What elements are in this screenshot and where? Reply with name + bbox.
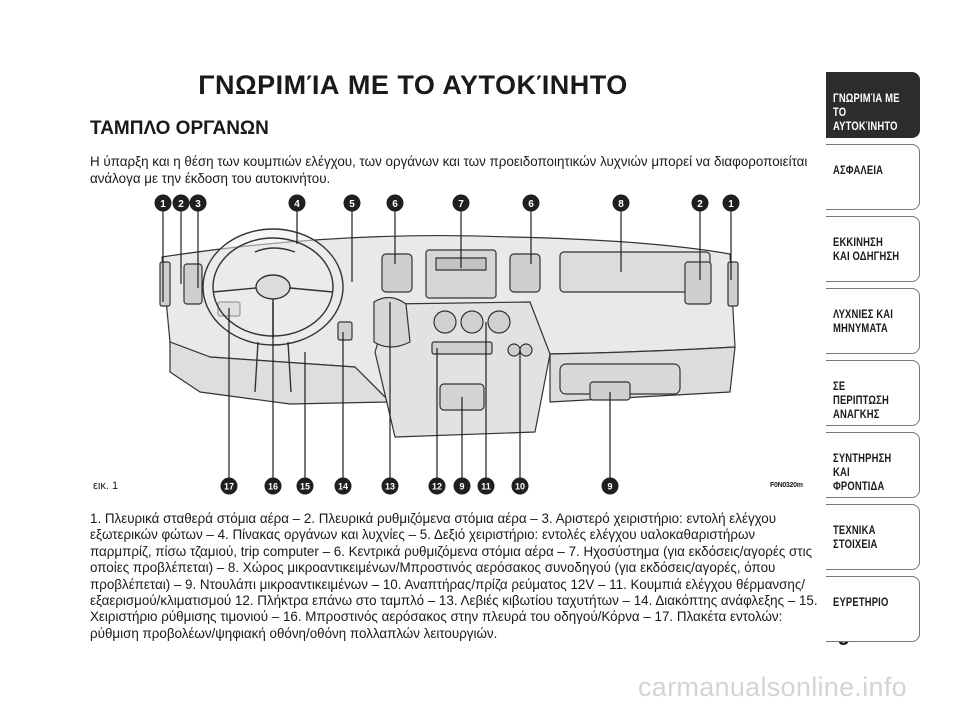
callout-label: 2: [697, 199, 703, 210]
tab-label: ΣΥΝΤΗΡΗΣΗ ΚΑΙ ΦΡΟΝΤΙΔΑ: [833, 453, 892, 493]
section-title: ΤΑΜΠΛΟ ΟΡΓΑΝΩΝ: [90, 118, 269, 139]
tab-maintenance[interactable]: ΣΥΝΤΗΡΗΣΗ ΚΑΙ ΦΡΟΝΤΙΔΑ: [826, 432, 920, 498]
callout-16: [264, 477, 282, 495]
tab-getting-to-know[interactable]: ΓΝΩΡΙΜΊΑ ΜΕ ΤΟ ΑΥΤΟΚΊΝΗΤΟ: [826, 72, 920, 138]
dashboard-drawing: 1 2 3 4 5 6 7 6 8 2 1 17 16 15 14 13 12 …: [154, 194, 740, 495]
callout-markers: 1 2 3 4 5 6 7 6 8 2 1 17 16 15 14 13 12 …: [154, 194, 740, 495]
callout-1: [154, 194, 172, 212]
figure-code: F0N0320m: [770, 482, 803, 489]
dashboard-illustration: 1 2 3 4 5 6 7 6 8 2 1 17 16 15 14 13 12 …: [90, 192, 815, 496]
callout-label: 15: [300, 482, 310, 492]
figure-caption: εικ. 1: [93, 480, 119, 492]
callout-4: [288, 194, 306, 212]
callout-11: [477, 477, 495, 495]
callout-2: [172, 194, 190, 212]
callout-label: 17: [224, 482, 234, 492]
callout-label: 1: [728, 199, 734, 210]
callout-label: 13: [385, 482, 395, 492]
callout-15: [296, 477, 314, 495]
callout-label: 14: [338, 482, 348, 492]
callout-1-right: [722, 194, 740, 212]
watermark: carmanualsonline.info: [638, 672, 907, 702]
callout-label: 1: [160, 199, 166, 210]
tab-safety[interactable]: ΑΣΦΑΛΕΙΑ: [826, 144, 920, 210]
callout-6: [386, 194, 404, 212]
callout-label: 4: [294, 199, 300, 210]
callout-9-right: [601, 477, 619, 495]
tab-emergency[interactable]: ΣΕ ΠΕΡΙΠΤΩΣΗ ΑΝΑΓΚΗΣ: [826, 360, 920, 426]
tab-label: ΤΕΧΝΙΚΑ ΣΤΟΙΧΕΙΑ: [833, 525, 878, 551]
callout-label: 16: [268, 482, 278, 492]
callout-label: 5: [349, 199, 355, 210]
callout-6-right: [522, 194, 540, 212]
page-title: ΓΝΩΡΙΜΊΑ ΜΕ ΤΟ ΑΥΤΟΚΊΝΗΤΟ: [198, 70, 628, 100]
callout-label: 9: [459, 482, 464, 492]
figure-legend: 1. Πλευρικά σταθερά στόμια αέρα – 2. Πλε…: [90, 511, 818, 641]
callout-label: 9: [607, 482, 612, 492]
callout-5: [343, 194, 361, 212]
callout-7: [452, 194, 470, 212]
callout-3: [189, 194, 207, 212]
callout-10: [511, 477, 529, 495]
callout-label: 2: [178, 199, 184, 210]
callout-label: 3: [195, 199, 201, 210]
tab-label: ΓΝΩΡΙΜΊΑ ΜΕ ΤΟ ΑΥΤΟΚΊΝΗΤΟ: [833, 93, 900, 133]
callout-9: [453, 477, 471, 495]
tab-starting-driving[interactable]: ΕΚΚΙΝΗΣΗ ΚΑΙ ΟΔΗΓΗΣΗ: [826, 216, 920, 282]
tab-label: ΣΕ ΠΕΡΙΠΤΩΣΗ ΑΝΑΓΚΗΣ: [833, 381, 889, 421]
callout-label: 8: [618, 199, 624, 210]
chapter-tabs: ΓΝΩΡΙΜΊΑ ΜΕ ΤΟ ΑΥΤΟΚΊΝΗΤΟ ΑΣΦΑΛΕΙΑ ΕΚΚΙΝ…: [826, 72, 920, 648]
callout-label: 6: [528, 199, 534, 210]
tab-label: ΕΚΚΙΝΗΣΗ ΚΑΙ ΟΔΗΓΗΣΗ: [833, 237, 900, 263]
tab-index[interactable]: ΕΥΡΕΤΗΡΙΟ: [826, 576, 920, 642]
callout-8: [612, 194, 630, 212]
callout-label: 7: [458, 199, 464, 210]
callout-14: [334, 477, 352, 495]
callout-13: [381, 477, 399, 495]
tab-label: ΑΣΦΑΛΕΙΑ: [833, 165, 884, 177]
tab-label: ΕΥΡΕΤΗΡΙΟ: [833, 597, 889, 609]
callout-17: [220, 477, 238, 495]
tab-technical-data[interactable]: ΤΕΧΝΙΚΑ ΣΤΟΙΧΕΙΑ: [826, 504, 920, 570]
tab-warning-lights[interactable]: ΛΥΧΝΙΕΣ ΚΑΙ ΜΗΝΥΜΑΤΑ: [826, 288, 920, 354]
callout-label: 10: [515, 482, 525, 492]
intro-paragraph: Η ύπαρξη και η θέση των κουμπιών ελέγχου…: [90, 154, 808, 186]
callout-12: [428, 477, 446, 495]
tab-label: ΛΥΧΝΙΕΣ ΚΑΙ ΜΗΝΥΜΑΤΑ: [833, 309, 894, 335]
callout-label: 12: [432, 482, 442, 492]
callout-label: 6: [392, 199, 398, 210]
callout-label: 11: [481, 482, 491, 492]
callout-2-right: [691, 194, 709, 212]
